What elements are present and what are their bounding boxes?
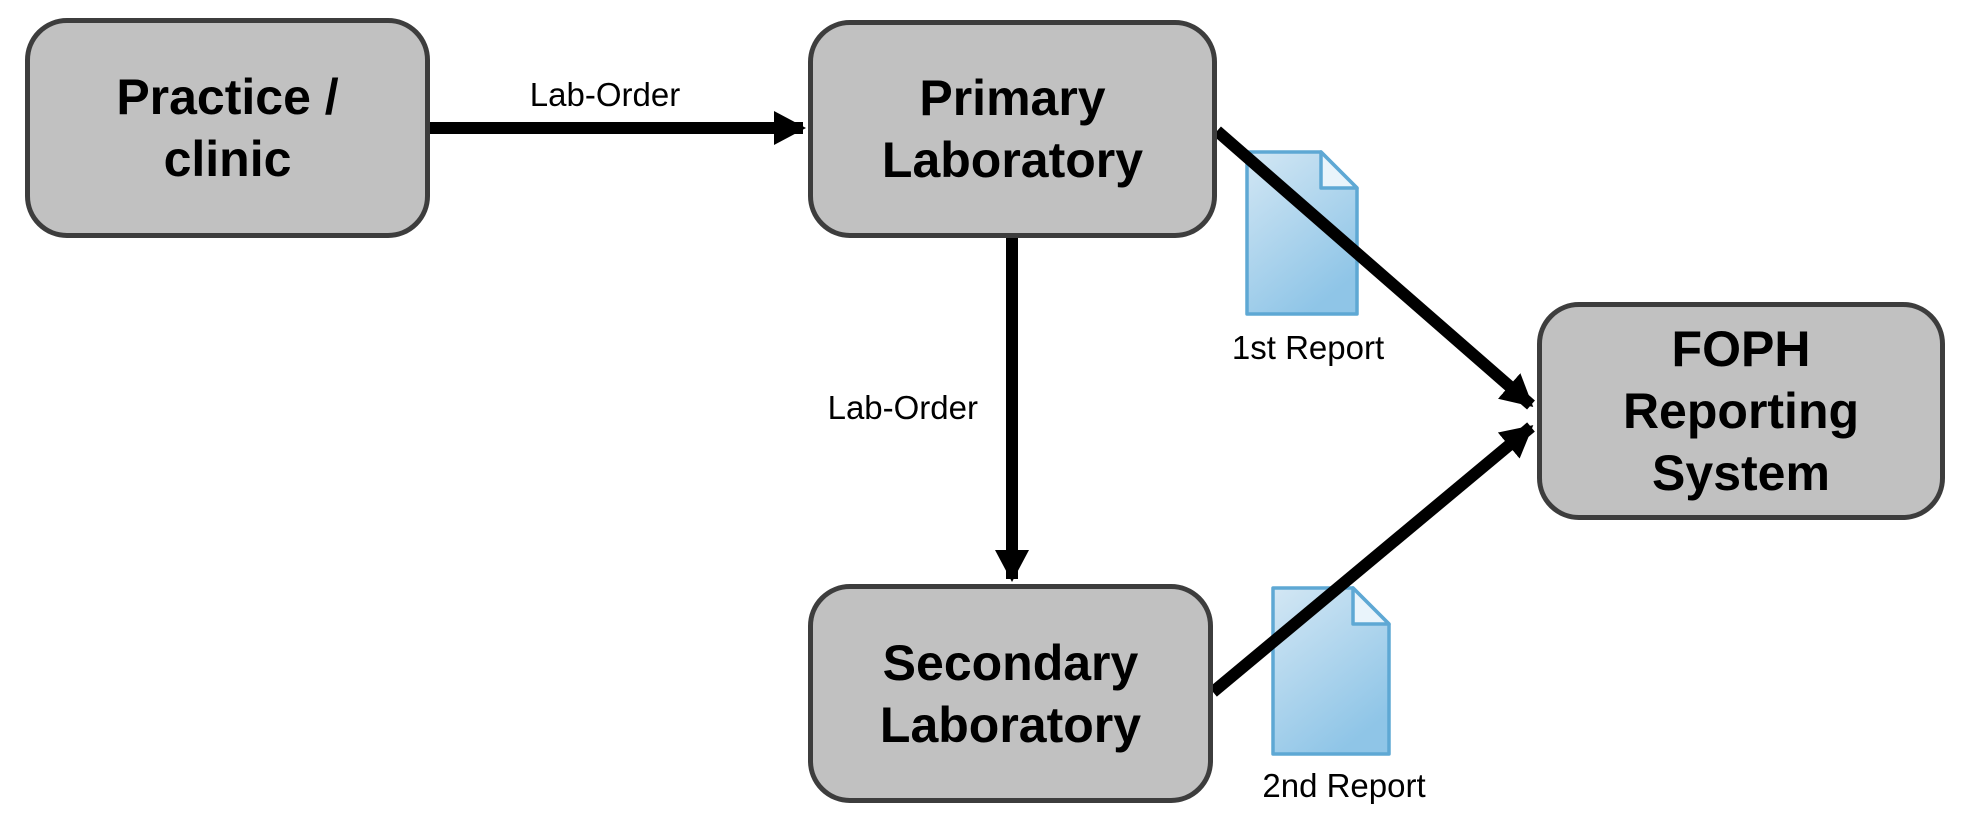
arrow-1st-report <box>1213 126 1535 410</box>
edge-label-lab-order-1: Lab-Order <box>529 76 681 113</box>
node-foph-reporting-system: FOPH Reporting System <box>1537 302 1945 520</box>
node-secondary-laboratory: Secondary Laboratory <box>808 584 1213 803</box>
arrow-2nd-report <box>1209 422 1535 697</box>
edge-label-lab-order-2: Lab-Order <box>827 389 978 426</box>
edge-label-1st-report: 1st Report <box>1231 329 1385 366</box>
node-primary-laboratory: Primary Laboratory <box>808 20 1217 238</box>
edge-label-2nd-report: 2nd Report <box>1262 767 1426 804</box>
document-icon <box>1271 586 1391 756</box>
node-practice-clinic: Practice / clinic <box>25 18 430 238</box>
